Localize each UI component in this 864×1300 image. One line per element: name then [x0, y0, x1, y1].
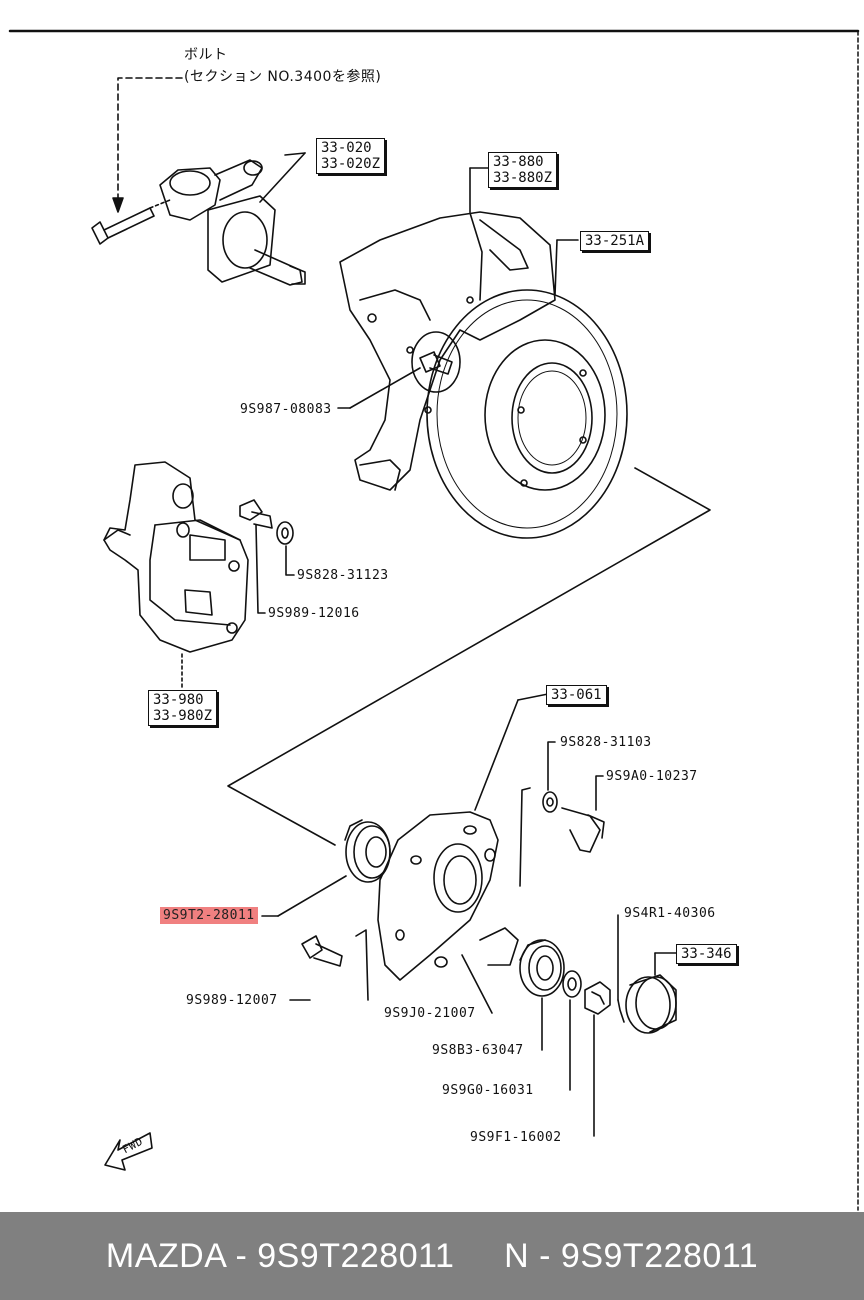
footer-part-numbers: MAZDA - 9S9T228011 N - 9S9T228011: [106, 1237, 758, 1276]
part-label-bolt-hub[interactable]: 9S9A0-10237: [606, 769, 698, 784]
part-label-bearing-inner[interactable]: 9S9J0-21007: [384, 1006, 476, 1021]
washer-illustration: [562, 970, 582, 1091]
hub-washer-bolt-illustration: [519, 741, 605, 887]
part-label-oil-seal[interactable]: 9S9T2-28011: [160, 907, 258, 924]
box-label-dust-cover[interactable]: 33-880 33-880Z: [488, 152, 558, 188]
nut-illustration: [584, 981, 611, 1137]
oil-seal-illustration: [261, 819, 391, 917]
disc-bolt-illustration: [337, 351, 453, 409]
caliper-bolt-illustration: [239, 499, 295, 614]
box-label-hub[interactable]: 33-061: [546, 685, 607, 705]
part-label-cotter-pin[interactable]: 9S4R1-40306: [624, 906, 716, 921]
part-label-washer-caliper[interactable]: 9S828-31123: [297, 568, 389, 583]
fwd-arrow-icon: [104, 1132, 153, 1171]
header-leader-arrow: [112, 197, 124, 213]
hub-bolt-illustration: [289, 929, 369, 1001]
part-label-bearing-outer[interactable]: 9S8B3-63047: [432, 1043, 524, 1058]
box-label-caliper[interactable]: 33-980 33-980Z: [148, 690, 218, 726]
footer-bar: MAZDA - 9S9T228011 N - 9S9T228011: [0, 1212, 864, 1300]
highlighted-part-number: 9S9T2-28011: [160, 907, 258, 924]
part-label-bolt-caliper[interactable]: 9S989-12016: [268, 606, 360, 621]
assembly-guide-line: [227, 467, 711, 846]
part-label-washer-hub[interactable]: 9S828-31103: [560, 735, 652, 750]
box-label-cap[interactable]: 33-346: [676, 944, 737, 964]
cotter-pin-illustration: [617, 914, 625, 1023]
dust-cap-illustration: [625, 952, 677, 1034]
brake-disc-illustration: [426, 239, 628, 539]
footer-left-part: MAZDA - 9S9T228011: [105, 1236, 455, 1275]
part-label-hub-bolt[interactable]: 9S989-12007: [186, 993, 278, 1008]
box-label-knuckle[interactable]: 33-020 33-020Z: [316, 138, 386, 174]
bearing-illustration: [519, 939, 565, 1051]
header-note-line1: ボルト: [184, 47, 228, 63]
footer-right-part: N - 9S9T228011: [504, 1236, 759, 1275]
knuckle-illustration: [159, 152, 306, 286]
box-label-disc[interactable]: 33-251A: [580, 231, 650, 251]
diagram-drawing: [8, 29, 860, 1211]
part-label-bolt-disc[interactable]: 9S987-08083: [240, 402, 332, 417]
parts-diagram: ボルト (セクション NO.3400を参照) 33-020 33-020Z 33…: [8, 29, 860, 1211]
header-leader: [117, 77, 183, 201]
dust-shield-illustration: [339, 167, 556, 491]
caliper-illustration: [103, 461, 249, 691]
hub-illustration: [377, 693, 549, 1014]
part-label-washer-nut[interactable]: 9S9G0-16031: [442, 1083, 534, 1098]
bolt-illustration: [91, 199, 171, 245]
part-label-nut[interactable]: 9S9F1-16002: [470, 1130, 562, 1145]
header-note-line2: (セクション NO.3400を参照): [184, 69, 382, 85]
